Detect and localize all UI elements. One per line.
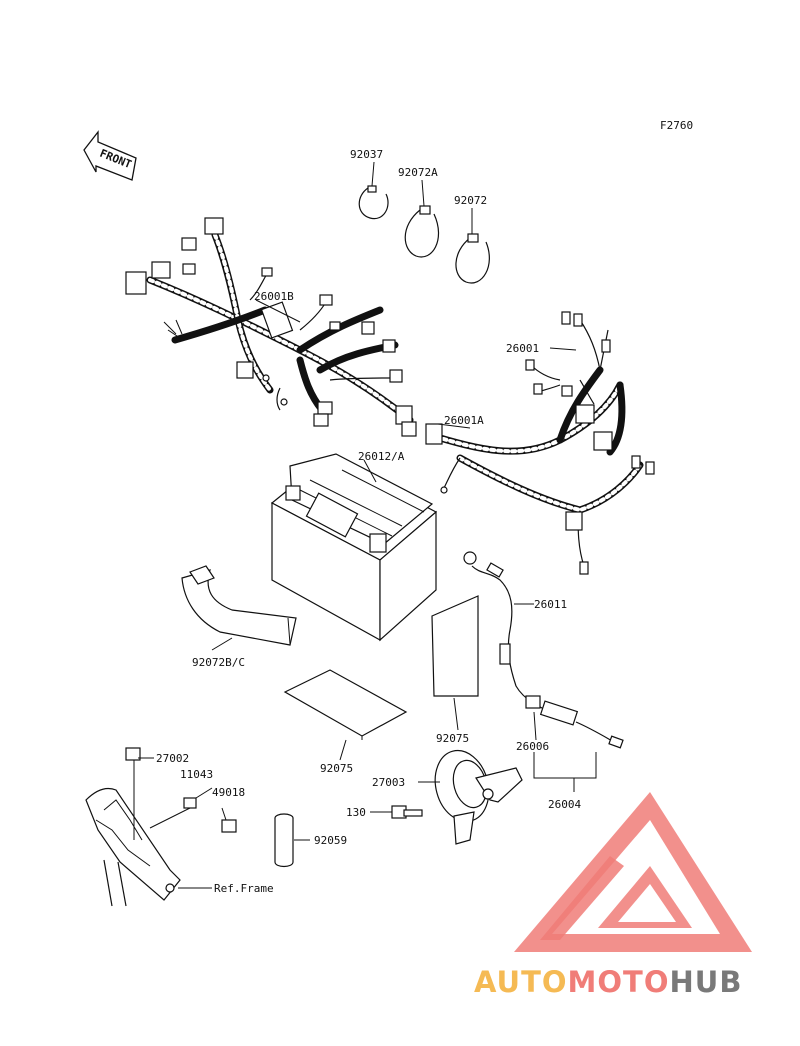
logo-moto: MOTO — [568, 965, 670, 999]
label-92075-flat: 92075 — [320, 762, 353, 775]
label-26012A: 26012/A — [358, 450, 405, 463]
label-26001A: 26001A — [444, 414, 484, 427]
label-26004: 26004 — [548, 798, 581, 811]
label-ref-frame: Ref.Frame — [214, 882, 274, 895]
harness-26001A — [425, 311, 655, 575]
label-92037: 92037 — [350, 148, 383, 161]
label-92075-upright: 92075 — [436, 732, 469, 745]
label-26011: 26011 — [534, 598, 567, 611]
label-130: 130 — [346, 806, 366, 819]
clamp-92037 — [358, 185, 389, 220]
harness-26001B — [125, 217, 417, 437]
bolt-130 — [391, 805, 423, 819]
svg-text:AUTOMOTOHUB: AUTOMOTOHUB — [474, 965, 742, 999]
diagram-code: F2760 — [660, 119, 693, 132]
horn-27003 — [434, 749, 523, 845]
label-49018: 49018 — [212, 786, 245, 799]
pad-92075-flat — [283, 669, 408, 740]
leader-lines — [138, 161, 597, 889]
logo-hub: HUB — [670, 965, 743, 999]
label-27003: 27003 — [372, 776, 405, 789]
pad-92075-upright — [431, 595, 479, 697]
label-26001: 26001 — [506, 342, 539, 355]
label-92072A: 92072A — [398, 166, 438, 179]
label-92059: 92059 — [314, 834, 347, 847]
label-11043: 11043 — [180, 768, 213, 781]
clamp-92072 — [455, 233, 490, 284]
frame-section — [85, 747, 237, 907]
automotohub-logo: AUTOMOTOHUB — [474, 792, 752, 999]
front-arrow-icon: FRONT — [83, 130, 137, 181]
cable-26011 — [463, 551, 624, 749]
label-92072BC: 92072B/C — [192, 656, 245, 669]
label-26006: 26006 — [516, 740, 549, 753]
battery-26012A — [270, 453, 438, 642]
bracket-92072BC — [181, 565, 297, 646]
label-26001B: 26001B — [254, 290, 294, 303]
label-27002: 27002 — [156, 752, 189, 765]
clamp-92072A — [404, 205, 440, 258]
collar-92059 — [274, 813, 294, 868]
logo-auto: AUTO — [474, 965, 568, 999]
label-92072: 92072 — [454, 194, 487, 207]
